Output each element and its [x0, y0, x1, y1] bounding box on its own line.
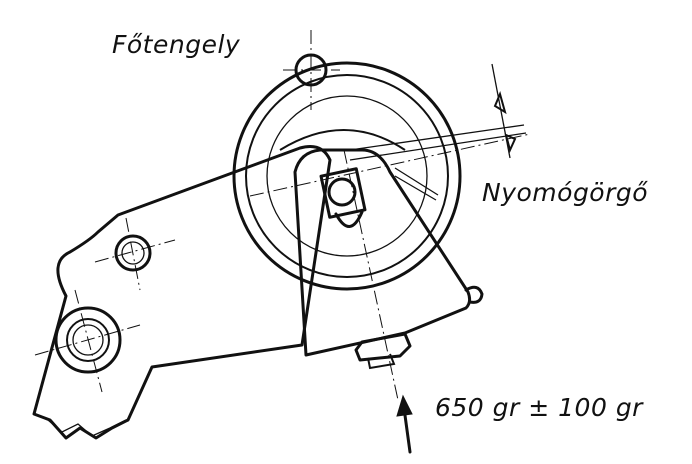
label-pressure-roller: Nyomógörgő [482, 178, 649, 207]
label-main-shaft: Főtengely [112, 30, 241, 59]
lower-pivot [34, 289, 141, 393]
pressure-roller [232, 61, 462, 291]
gap-dimension [349, 63, 527, 161]
arm-pivot [94, 217, 176, 291]
force-arrow [396, 394, 413, 454]
swing-arm [32, 145, 332, 440]
label-force-value: 650 gr ± 100 gr [435, 393, 643, 422]
roller-bracket [249, 133, 531, 401]
